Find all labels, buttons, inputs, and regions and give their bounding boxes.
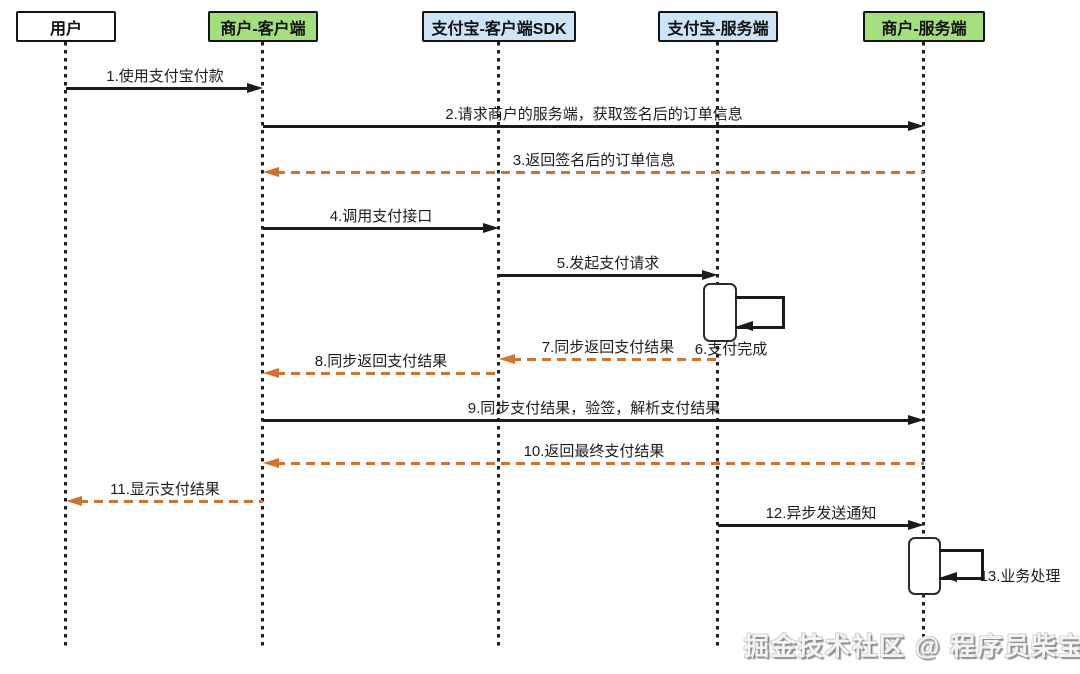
actor-merchant-client: 商户-客户端 (208, 11, 318, 42)
message-10-label: 10.返回最终支付结果 (523, 443, 665, 460)
message-8-label: 8.同步返回支付结果 (314, 353, 448, 370)
message-10-line (276, 462, 924, 465)
message-8-line (276, 372, 499, 375)
message-9-arrow (263, 414, 924, 425)
message-5-arrow (499, 269, 718, 280)
message-4-arrow (263, 222, 499, 233)
arrowhead-left-icon (499, 353, 515, 364)
message-13-label: 13.业务处理 (979, 568, 1061, 585)
arrowhead-right-icon (702, 269, 718, 280)
arrowhead-right-icon (908, 414, 924, 425)
message-1-arrow (66, 82, 263, 93)
message-4-line (263, 227, 486, 230)
arrowhead-right-icon (908, 519, 924, 530)
message-11-arrow (66, 495, 263, 506)
message-12-label: 12.异步发送通知 (765, 505, 877, 522)
lifeline-merchant-server (922, 42, 925, 646)
message-10-arrow (263, 457, 924, 468)
message-1-label: 1.使用支付宝付款 (106, 68, 224, 85)
message-7-arrow (499, 353, 718, 364)
lifeline-merchant-client (261, 42, 264, 646)
arrowhead-left-icon (66, 495, 82, 506)
actor-user-label: 用户 (49, 20, 82, 38)
message-3-arrow (263, 166, 924, 177)
lifeline-user (64, 42, 67, 646)
message-6-label: 6.支付完成 (694, 341, 768, 358)
message-5-label: 5.发起支付请求 (556, 255, 660, 272)
arrowhead-left-icon (263, 367, 279, 378)
actor-alipay-sdk: 支付宝-客户端SDK (422, 11, 576, 42)
actor-merchant-server-label: 商户-服务端 (881, 20, 967, 38)
actor-user: 用户 (16, 11, 116, 42)
arrowhead-left-black-icon (738, 321, 753, 331)
arrowhead-right-icon (483, 222, 499, 233)
message-5-line (499, 274, 705, 277)
message-4-label: 4.调用支付接口 (329, 208, 433, 225)
message-1-line (66, 87, 250, 90)
arrowhead-left-icon (263, 166, 279, 177)
message-2-line (263, 125, 911, 128)
activation-alipay-server (703, 283, 737, 342)
message-2-arrow (263, 120, 924, 131)
self-message-13-loop (939, 549, 984, 580)
actor-merchant-client-label: 商户-客户端 (220, 20, 306, 38)
actor-alipay-server: 支付宝-服务端 (658, 11, 778, 42)
message-9-label: 9.同步支付结果，验签，解析支付结果 (467, 400, 721, 417)
lifeline-alipay-server (716, 42, 719, 646)
message-11-line (79, 500, 263, 503)
arrowhead-left-icon (263, 457, 279, 468)
activation-merchant-server (908, 537, 941, 595)
watermark: 掘金技术社区 @ 程序员柴宝 (744, 633, 1080, 661)
message-12-arrow (718, 519, 924, 530)
message-7-line (512, 358, 718, 361)
actor-alipay-sdk-label: 支付宝-客户端SDK (431, 20, 567, 38)
message-3-line (276, 171, 924, 174)
actor-merchant-server: 商户-服务端 (863, 11, 985, 42)
arrowhead-left-black-icon (942, 572, 957, 582)
arrowhead-right-icon (247, 82, 263, 93)
arrowhead-right-icon (908, 120, 924, 131)
message-2-label: 2.请求商户的服务端，获取签名后的订单信息 (445, 106, 743, 123)
message-7-label: 7.同步返回支付结果 (541, 339, 675, 356)
message-12-line (718, 524, 911, 527)
message-9-line (263, 419, 911, 422)
self-message-6-loop (735, 296, 785, 329)
actor-alipay-server-label: 支付宝-服务端 (667, 20, 769, 38)
message-3-label: 3.返回签名后的订单信息 (512, 152, 676, 169)
message-8-arrow (263, 367, 499, 378)
message-11-label: 11.显示支付结果 (110, 481, 220, 498)
lifeline-alipay-sdk (497, 42, 500, 646)
